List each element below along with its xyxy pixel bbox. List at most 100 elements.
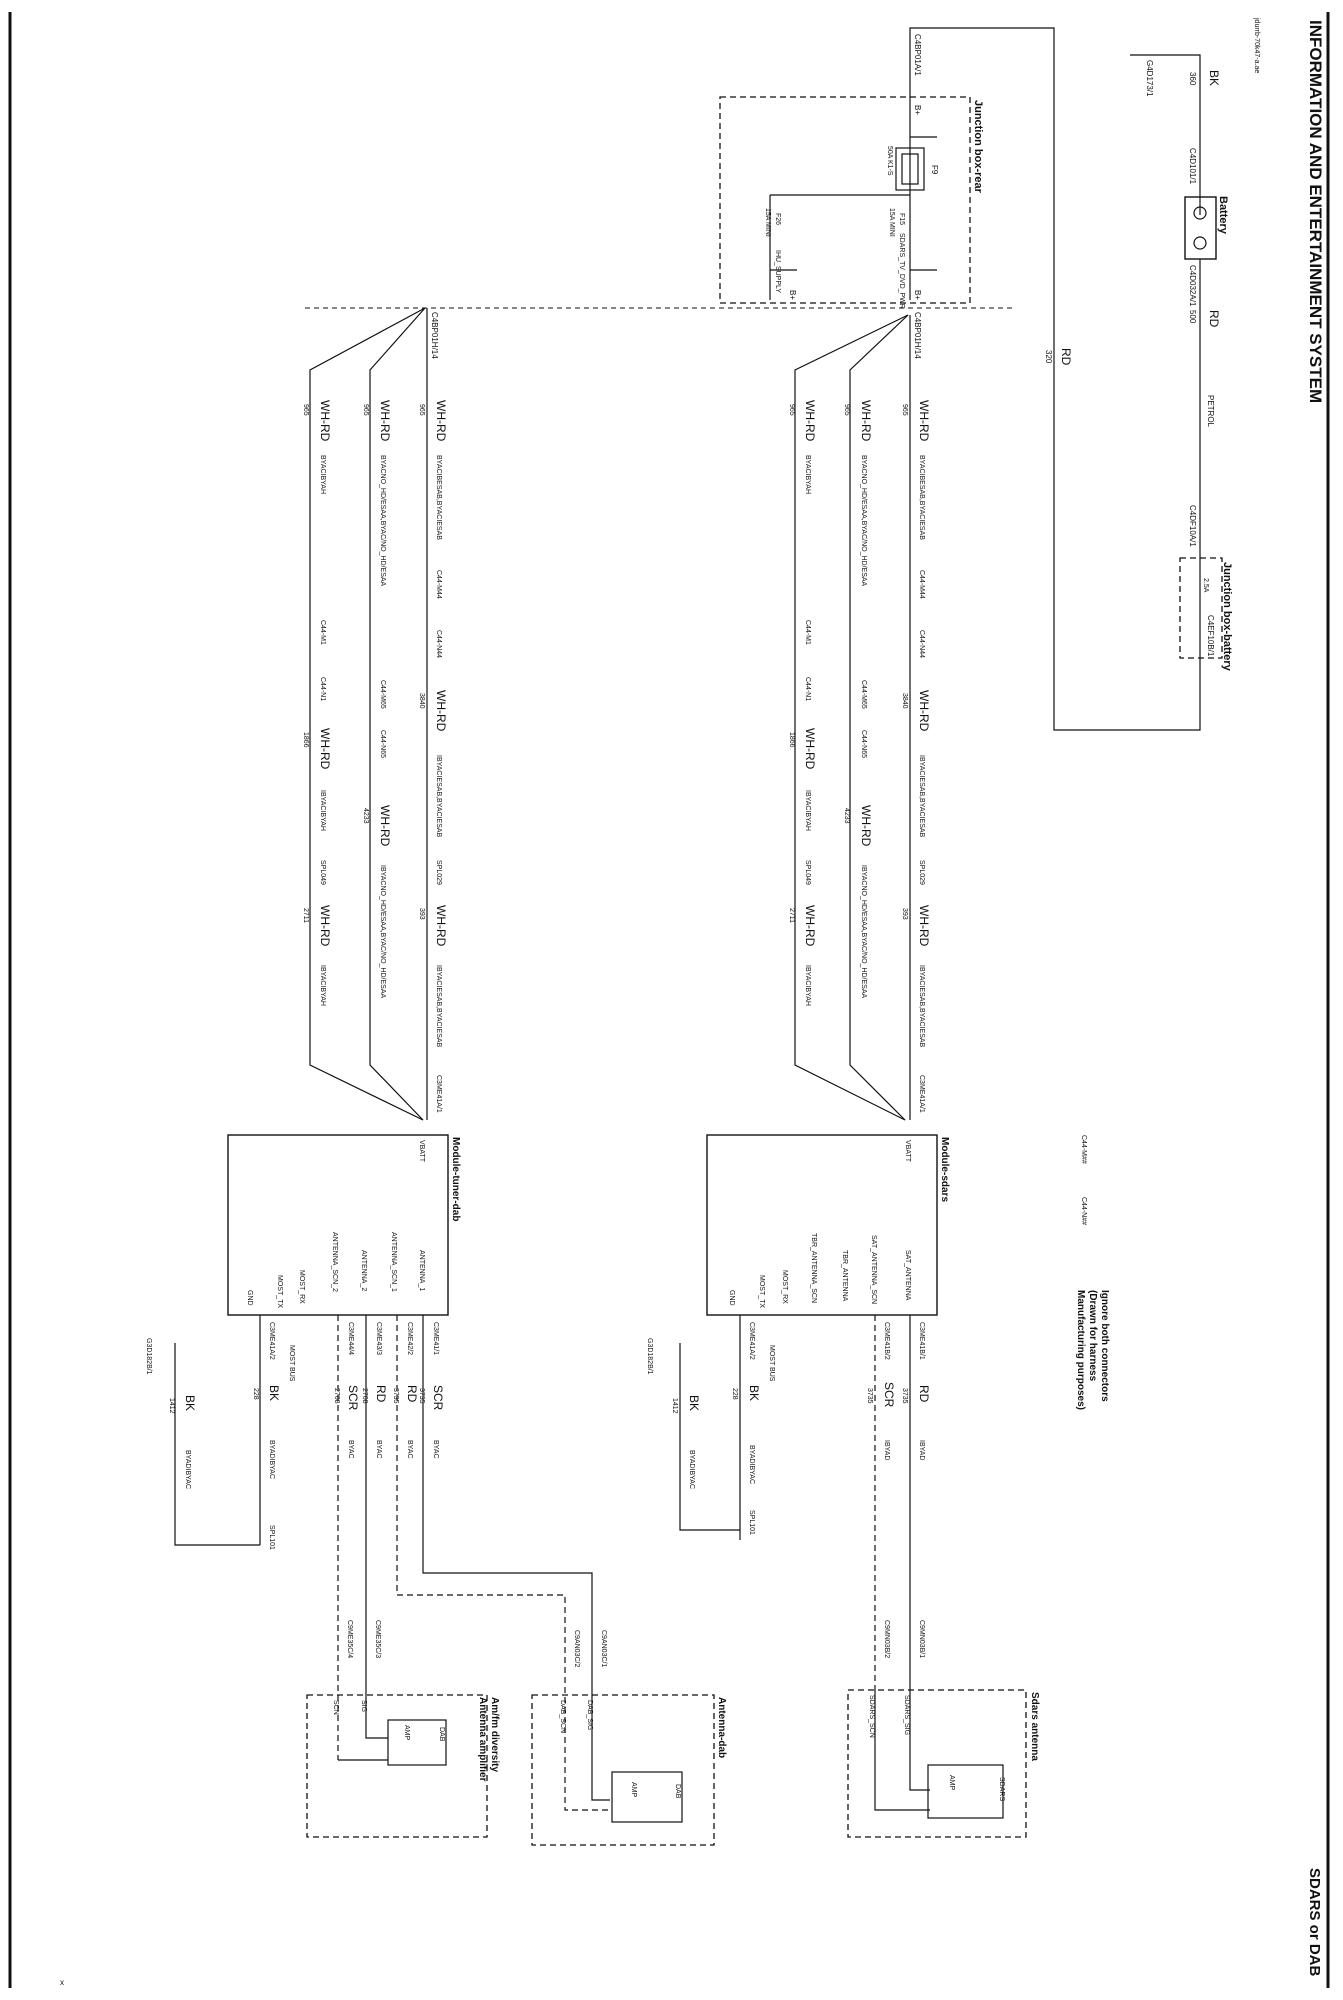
branch-b-cond: BYACNO_HD/ESAA,BYAC/NO_HD/ESAA bbox=[860, 455, 867, 587]
legend-conn-n: C44-N## bbox=[1080, 1197, 1087, 1225]
sdars-antenna-conn1: C9MN03B/1 bbox=[918, 1620, 925, 1658]
branch-f2-wire: WH-RD bbox=[318, 728, 332, 770]
dab-sig: DAB_SIG bbox=[586, 1700, 593, 1730]
sdars-most-bus: MOST BUS bbox=[768, 1345, 775, 1382]
jbr-fuse-f15: F15 bbox=[898, 213, 905, 225]
sdars-module-title: Module-sdars bbox=[939, 1137, 950, 1202]
dab-module-title: Module-tuner-dab bbox=[450, 1137, 461, 1221]
branch-b2-wire: WH-RD bbox=[859, 805, 873, 847]
sdars-pin-4: TBR_ANTENNA_SCN bbox=[810, 1233, 817, 1303]
dab-wire-bk-num: 228 bbox=[252, 1388, 259, 1400]
dab-amfm-title2: Antenna amplifier bbox=[477, 1697, 488, 1782]
wire-rd-320-num: 320 bbox=[1044, 350, 1053, 364]
dab-w1-cond: BYAC bbox=[432, 1440, 439, 1459]
sdars-wire-bk2-num: 1412 bbox=[671, 1398, 678, 1414]
jbr-conn-out: C4BP01H/14 bbox=[913, 312, 922, 359]
sdars-ant: SDARS bbox=[998, 1777, 1005, 1801]
c44n1-b: C44-N1 bbox=[319, 677, 326, 701]
branch-b-wire: WH-RD bbox=[859, 400, 873, 442]
c44m65-b: C44-M65 bbox=[379, 680, 386, 709]
jbb-fuse: 2.5A bbox=[1202, 578, 1209, 593]
branch-f2-cond: IBYACIBYAH bbox=[319, 790, 326, 831]
branch-c3-cond: IBYACIBYAH bbox=[804, 965, 811, 1006]
jbr-fuse-f26: F26 bbox=[774, 213, 781, 225]
sdars-conn-a: C3ME41B/1 bbox=[918, 1322, 925, 1360]
dab-splice: SPL101 bbox=[268, 1525, 275, 1550]
sdars-sig: SDARS_SIG bbox=[903, 1695, 910, 1735]
dab-cond-gnd2: BYADIBYAC bbox=[184, 1450, 191, 1489]
sdars-conn-gnd: C3ME41A/2 bbox=[748, 1322, 755, 1360]
branch-c3-wire: WH-RD bbox=[803, 905, 817, 947]
dab-w3-cond: BYAC bbox=[375, 1440, 382, 1459]
sdars-wire-rd: RD bbox=[917, 1385, 931, 1403]
c44n65-b: C44-N65 bbox=[379, 730, 386, 758]
dab-conn3: C3ME43/3 bbox=[375, 1322, 382, 1355]
sdars-cond-gnd: BYADIBYAC bbox=[748, 1445, 755, 1484]
dab-pin-0: VBATT bbox=[418, 1140, 425, 1163]
legend-note-1: Ignore both connectors bbox=[1099, 1290, 1110, 1402]
branch-e2-cond: IBYACNO_HD/ESAA,BYAC/NO_HD/ESAA bbox=[379, 865, 386, 998]
dab-amfm-amp: AMP bbox=[403, 1725, 410, 1741]
splice-top-a: SPL029 bbox=[918, 860, 925, 885]
wire-rd-petrol-num: 500 bbox=[1188, 310, 1197, 324]
sdars-ground: G3D182B/1 bbox=[646, 1338, 653, 1375]
battery-pos-conn: C4D032A/1 bbox=[1188, 265, 1197, 307]
dab-amfm-scn: SCN bbox=[332, 1700, 339, 1715]
branch-e-wire: WH-RD bbox=[378, 400, 392, 442]
jbr-fuse-main-rating: 50A K1-S bbox=[886, 146, 893, 176]
branch-d3-num: 393 bbox=[418, 908, 425, 920]
dab-w1-color: SCR bbox=[431, 1385, 445, 1411]
sdars-cond-b: IBYAD bbox=[883, 1440, 890, 1461]
dab-pin-1: ANTENNA_1 bbox=[418, 1250, 425, 1291]
dab-pin-5: MOST_RX bbox=[298, 1270, 305, 1304]
dab-conn1: C3ME41/1 bbox=[432, 1322, 439, 1355]
dab-amfm-title: Am/fm diversity bbox=[489, 1697, 500, 1772]
splice-bot-a: SPL049 bbox=[804, 860, 811, 885]
drawing-id: jdurrb-70k47-a.ae bbox=[1253, 17, 1260, 73]
dab-w4-num: 2708 bbox=[333, 1388, 340, 1404]
jbr-fuse-f26-rating: 15A MINI bbox=[764, 208, 771, 237]
branch-f3-wire: WH-RD bbox=[318, 905, 332, 947]
branch-d-wire: WH-RD bbox=[434, 400, 448, 442]
dab-w3-num: 2708 bbox=[361, 1388, 368, 1404]
branch-b2-cond: IBYACNO_HD/ESAA,BYAC/NO_HD/ESAA bbox=[860, 865, 867, 998]
sdars-wire-rd-num: 3735 bbox=[901, 1388, 908, 1404]
branch-c2-num: 1866 bbox=[788, 732, 795, 748]
sdars-pin-7: GND bbox=[728, 1290, 735, 1306]
dab-pin-7: GND bbox=[246, 1290, 253, 1306]
branch-e-cond: BYACNO_HD/ESAA,BYAC/NO_HD/ESAA bbox=[379, 455, 386, 587]
sdars-pin-6: MOST_TX bbox=[758, 1275, 765, 1308]
branch-f-cond: BYACIBYAH bbox=[319, 455, 326, 494]
jbb-conn-out: C4EF10B/1 bbox=[1206, 615, 1215, 657]
c44m1-a: C44-M1 bbox=[804, 620, 811, 645]
wire-bk-top-num: 360 bbox=[1188, 72, 1197, 86]
wire-rd-320: RD bbox=[1059, 348, 1073, 366]
legend-conn-m: C44-M## bbox=[1080, 1135, 1087, 1164]
c44m44-b: C44-M44 bbox=[435, 570, 442, 599]
petrol-note: PETROL bbox=[1206, 395, 1215, 428]
jbb-title: Junction box-battery bbox=[1221, 562, 1233, 672]
dab-w1-num: 3735 bbox=[418, 1388, 425, 1404]
dab-w2-num: 3735 bbox=[392, 1388, 399, 1404]
jbb-conn-in: C4DF10A/1 bbox=[1188, 505, 1197, 547]
dab-ant-amp: AMP bbox=[630, 1782, 637, 1798]
dab-scn: DAB_SCN bbox=[559, 1700, 566, 1733]
module-conn-a: C3ME41A/1 bbox=[918, 1075, 925, 1113]
sdars-pin-1: SAT_ANTENNA bbox=[904, 1250, 911, 1301]
legend-note-3: Manufacturing purposes) bbox=[1075, 1290, 1086, 1410]
dab-ant-conn1: C9AN03C/1 bbox=[600, 1630, 607, 1667]
dab-w2-color: RD bbox=[405, 1385, 419, 1403]
branch-f-wire: WH-RD bbox=[318, 400, 332, 442]
branch-a3-num: 393 bbox=[901, 908, 908, 920]
dab-wire-bk2: BK bbox=[183, 1395, 197, 1411]
branch-a-num: 965 bbox=[901, 404, 908, 416]
branch-b2-num: 4233 bbox=[843, 808, 850, 824]
dab-conn4: C3ME44/4 bbox=[347, 1322, 354, 1355]
splice-top-b: SPL029 bbox=[435, 860, 442, 885]
module-conn-b: C3ME41A/1 bbox=[435, 1075, 442, 1113]
sdars-amp: AMP bbox=[948, 1775, 955, 1791]
branch-a2-num: 3840 bbox=[901, 693, 908, 709]
branch-c2-cond: IBYACIBYAH bbox=[804, 790, 811, 831]
sdars-pin-3: TBR_ANTENNA bbox=[841, 1250, 848, 1302]
branch-c2-wire: WH-RD bbox=[803, 728, 817, 770]
